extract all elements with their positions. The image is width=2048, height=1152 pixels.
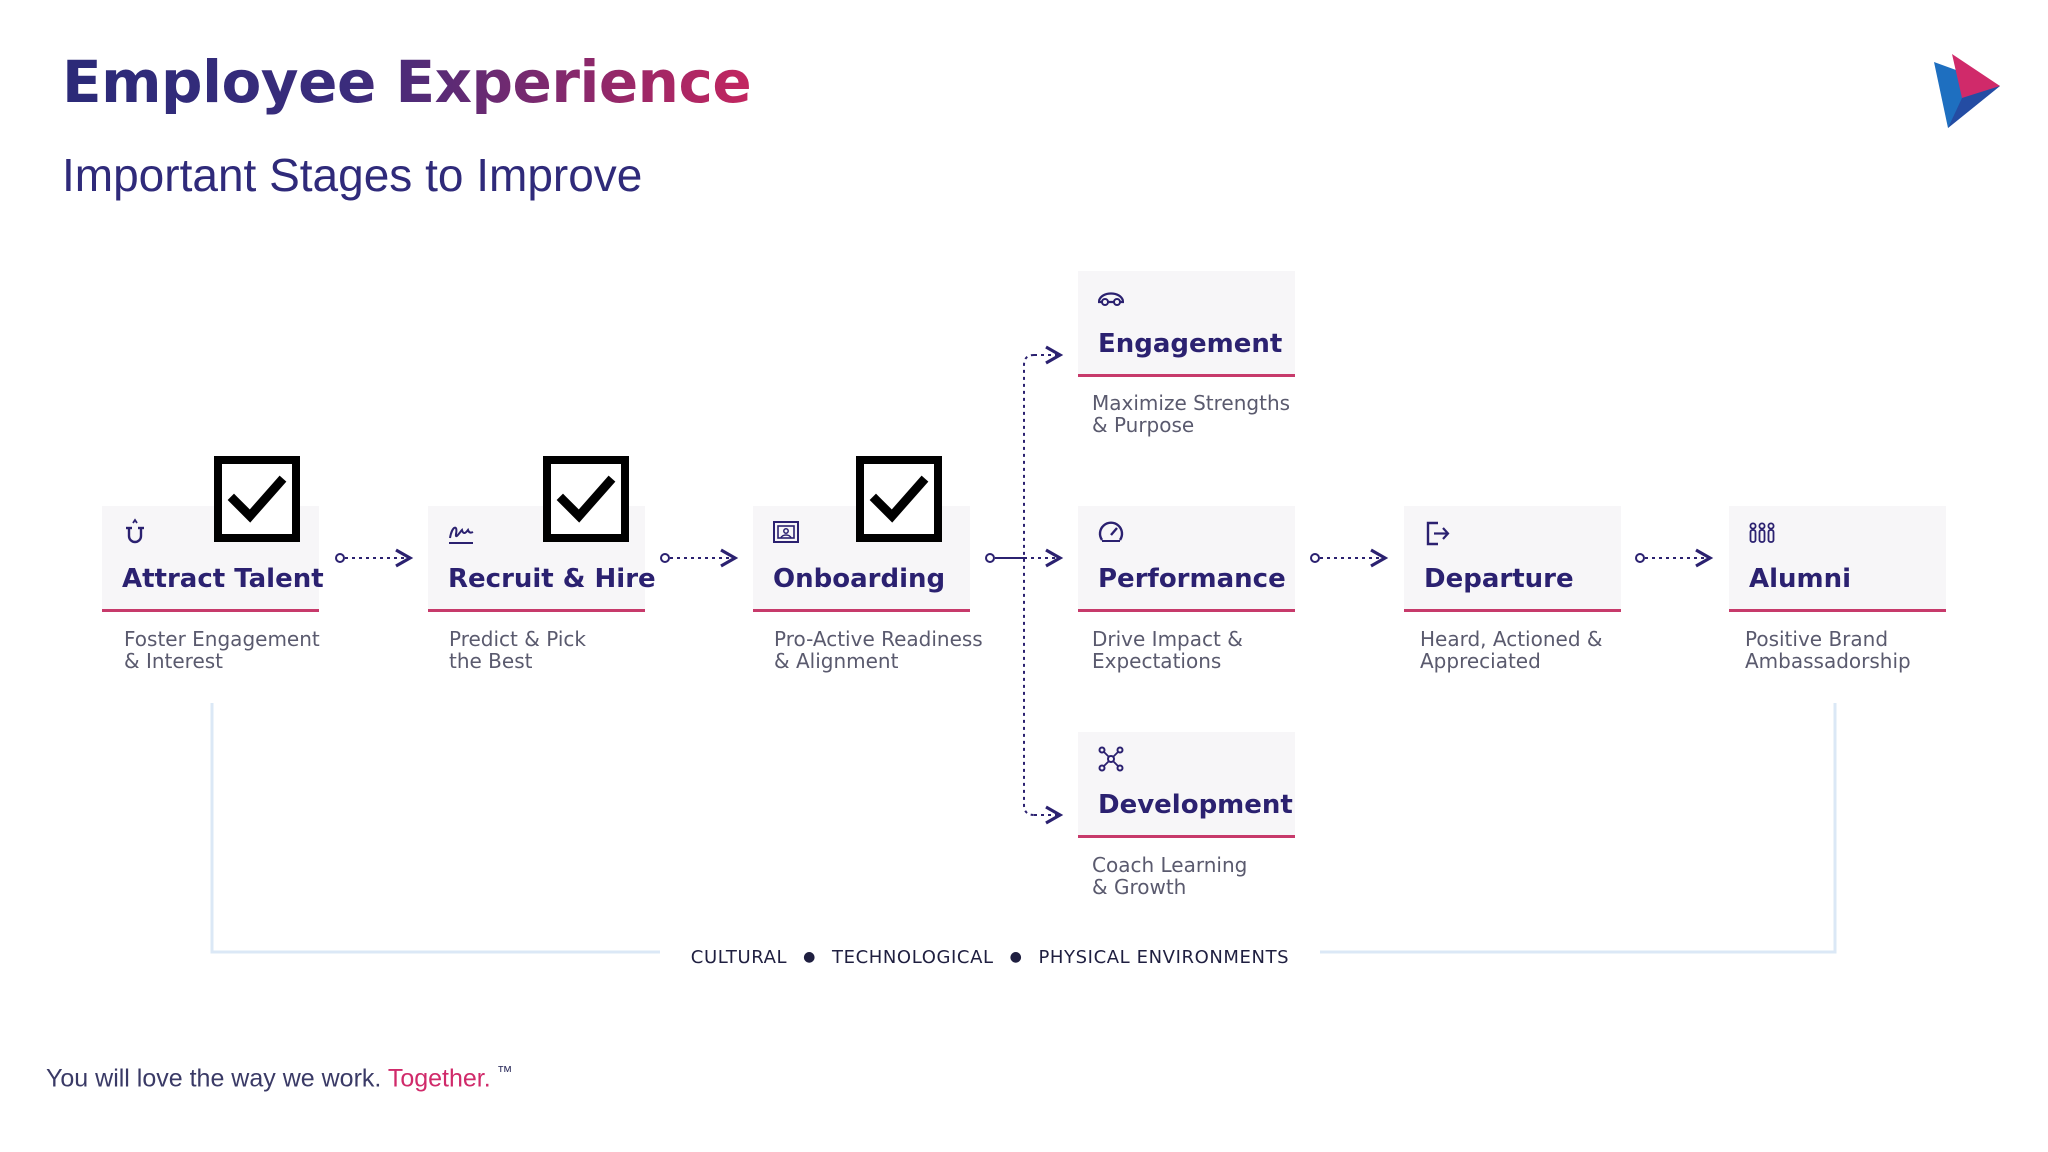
footer-tagline: You will love the way we work. Together.… (46, 1064, 513, 1093)
stage-title: Performance (1098, 564, 1286, 594)
stage-title: Departure (1424, 564, 1574, 594)
stage-description: Heard, Actioned & Appreciated (1420, 627, 1603, 673)
checkbox-checked-icon (856, 456, 942, 542)
tagline-text: You will love the way we work. (46, 1064, 382, 1093)
network-icon (1098, 746, 1124, 772)
stage-description: Positive Brand Ambassadorship (1745, 627, 1911, 673)
environment-labels: CULTURAL ● TECHNOLOGICAL ● PHYSICAL ENVI… (660, 940, 1320, 974)
presentation-icon (773, 521, 799, 543)
stage-description: Maximize Strengths & Purpose (1092, 391, 1291, 437)
stage-title: Attract Talent (122, 564, 324, 594)
checkbox-checked-icon (543, 456, 629, 542)
environment-bracket (210, 703, 1837, 954)
stage-card-recruit: Recruit & Hire (428, 506, 656, 612)
stage-card-departure: Departure (1404, 506, 1621, 612)
connector-onboarding-branch (985, 345, 1064, 825)
bullet-separator: ● (803, 949, 816, 965)
stage-description: Foster Engagement & Interest (124, 627, 320, 673)
signature-icon (449, 526, 474, 544)
trademark-symbol: ™ (496, 1064, 513, 1081)
stage-card-performance: Performance (1078, 506, 1295, 612)
brand-logo (1934, 54, 2000, 128)
environment-label: PHYSICAL ENVIRONMENTS (1038, 946, 1290, 968)
stage-description: Predict & Pick the Best (449, 627, 586, 673)
page-title: Employee Experience (62, 48, 752, 116)
tagline-accent: Together. (387, 1064, 491, 1093)
bullet-separator: ● (1009, 949, 1023, 965)
stage-card-development: Development (1078, 732, 1295, 838)
stage-card-engagement: Engagement (1078, 271, 1295, 377)
checkbox-checked-icon (214, 456, 300, 542)
gauge-icon (1098, 521, 1124, 542)
stage-title: Development (1098, 790, 1293, 820)
stage-title: Recruit & Hire (448, 564, 656, 594)
stage-title: Onboarding (773, 564, 946, 594)
stage-description: Drive Impact & Expectations (1092, 627, 1243, 673)
page-subtitle: Important Stages to Improve (62, 149, 643, 201)
stage-card-alumni: Alumni (1729, 506, 1946, 612)
magnet-icon (126, 518, 144, 544)
exit-icon (1426, 521, 1450, 546)
stage-title: Engagement (1098, 329, 1283, 359)
group-icon (1749, 522, 1775, 543)
handshake-icon (1097, 292, 1125, 306)
connector-recruit-onboarding (660, 548, 739, 568)
environment-label: CULTURAL (690, 946, 788, 968)
connector-attract-recruit (335, 548, 414, 568)
stage-title: Alumni (1749, 564, 1852, 594)
stage-description: Pro-Active Readiness & Alignment (774, 627, 983, 673)
connector-departure-alumni (1635, 548, 1714, 568)
connector-performance-departure (1310, 548, 1389, 568)
stage-description: Coach Learning & Growth (1092, 853, 1248, 899)
environment-label: TECHNOLOGICAL (832, 946, 994, 968)
